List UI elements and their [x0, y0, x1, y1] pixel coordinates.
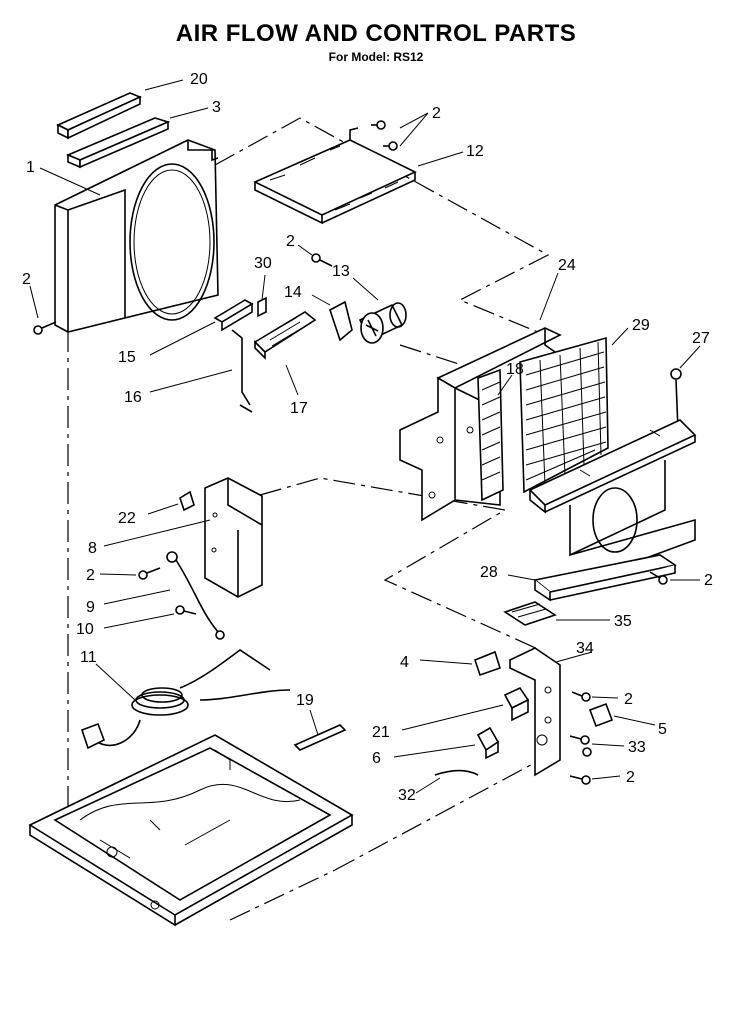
- callout-19: 19: [296, 692, 314, 709]
- part-13-capacitor: [358, 302, 407, 344]
- callout-28: 28: [480, 564, 498, 581]
- leader-lines: [29, 79, 701, 794]
- callout-3: 3: [212, 99, 221, 116]
- callout-33: 33: [628, 739, 646, 756]
- callout-9: 9: [86, 599, 95, 616]
- part-34-control-bracket: [509, 647, 561, 777]
- callout-2-r3: 2: [626, 769, 635, 786]
- callout-29: 29: [632, 317, 650, 334]
- part-18-filter: [477, 368, 504, 502]
- part-2-screws-top: [371, 120, 398, 151]
- part-35-pad: [503, 601, 557, 626]
- callout-1: 1: [26, 159, 35, 176]
- callout-5: 5: [658, 721, 667, 738]
- callout-15: 15: [118, 349, 136, 366]
- part-19-strip: [293, 724, 347, 751]
- callout-14: 14: [284, 284, 302, 301]
- callout-17: 17: [290, 400, 308, 417]
- assembly-guide-lines: [67, 117, 550, 921]
- callout-12: 12: [466, 143, 484, 160]
- callout-32: 32: [398, 787, 416, 804]
- part-14-capacitor-bracket: [329, 300, 353, 342]
- callout-20: 20: [190, 71, 208, 88]
- callout-13: 13: [332, 263, 350, 280]
- base-pan: [28, 734, 354, 927]
- part-2-screw-mid: [311, 253, 333, 267]
- part-11-power-cord: [80, 649, 291, 750]
- part-2-screw-right-1: [649, 571, 668, 585]
- callout-18: 18: [506, 361, 524, 378]
- part-2-screw-b1: [138, 567, 161, 580]
- part-2-screw-right-2: [571, 691, 591, 702]
- callout-4: 4: [400, 654, 409, 671]
- callout-labels: 20 3 1 2 2 12 2 30 13 14 24 29 27 15 18 …: [22, 71, 713, 804]
- callout-24: 24: [558, 257, 576, 274]
- callout-2-b1: 2: [86, 567, 95, 584]
- callout-34: 34: [576, 640, 594, 657]
- part-21-switch: [503, 686, 530, 722]
- callout-11: 11: [80, 649, 97, 666]
- part-1-orifice-panel: [54, 139, 219, 333]
- part-2-screw-left: [33, 321, 57, 335]
- callout-8: 8: [88, 540, 97, 557]
- callout-6: 6: [372, 750, 381, 767]
- part-33-screws: [569, 735, 592, 757]
- callout-2-left: 2: [22, 271, 31, 288]
- callout-16: 16: [124, 389, 142, 406]
- part-17-control-plate: [253, 311, 317, 360]
- part-4-bracket: [474, 650, 501, 677]
- part-2-screw-right-3: [569, 775, 591, 785]
- part-3-foam-strip: [65, 117, 171, 169]
- callout-30: 30: [254, 255, 272, 272]
- callout-2-top: 2: [432, 105, 441, 122]
- part-28-rail: [533, 554, 678, 602]
- part-12-top-bracket: [253, 127, 417, 225]
- diagram-title: AIR FLOW AND CONTROL PARTS: [175, 20, 577, 47]
- callout-35: 35: [614, 613, 632, 630]
- callout-10: 10: [76, 621, 94, 638]
- callout-22: 22: [118, 510, 136, 527]
- blower-base-assembly: [528, 419, 697, 576]
- callout-21: 21: [372, 724, 390, 741]
- part-10-screw: [175, 605, 197, 615]
- part-6-thermostat: [476, 726, 500, 760]
- part-15-latch: [213, 299, 254, 332]
- part-30-pad: [257, 296, 267, 318]
- part-32-capillary: [434, 769, 479, 776]
- callout-2-mid: 2: [286, 233, 295, 250]
- part-9-ground-wire: [166, 551, 225, 640]
- diagram-subtitle: For Model: RS12: [328, 50, 424, 64]
- callout-27: 27: [692, 330, 710, 347]
- part-22-clip: [179, 490, 195, 512]
- part-20-seal-strip: [56, 92, 143, 140]
- part-8-electrical-panel: [204, 477, 263, 598]
- part-29-evaporator-coil: [519, 336, 609, 494]
- callout-2-r2: 2: [624, 691, 633, 708]
- part-5-switch: [588, 702, 614, 728]
- part-16-control-rod: [231, 329, 253, 413]
- callout-2-r1: 2: [704, 572, 713, 589]
